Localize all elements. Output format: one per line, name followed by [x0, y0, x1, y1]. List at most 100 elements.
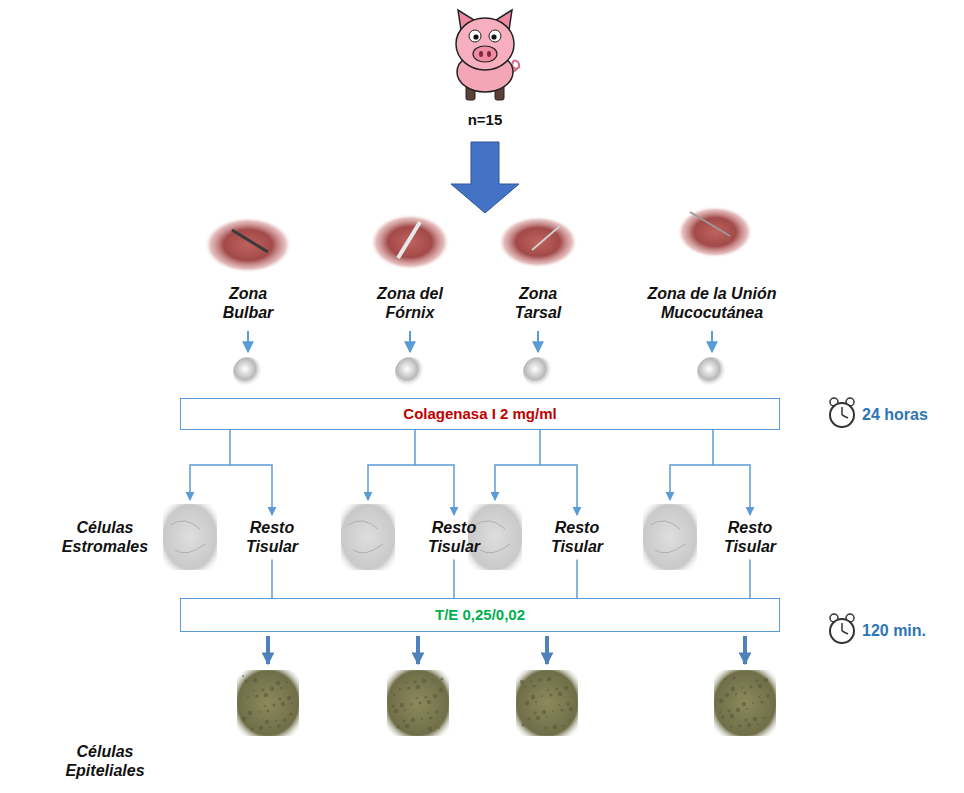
- cell-texture: [394, 709, 398, 713]
- cell-texture: [553, 725, 557, 729]
- node-text: n=15: [438, 111, 532, 129]
- cell-texture: [541, 695, 543, 697]
- cell-texture: [766, 694, 769, 697]
- branch-arrow: [190, 465, 713, 500]
- cell-texture: [421, 718, 423, 720]
- residue-label: Resto Tisular: [715, 518, 785, 556]
- cell-texture: [521, 723, 524, 726]
- connector: [576, 559, 578, 598]
- epithelial-cell-image: [387, 670, 449, 736]
- branch-arrow: [190, 465, 230, 500]
- cell-texture: [244, 679, 247, 682]
- cell-texture: [558, 704, 560, 706]
- thick-arrow: [416, 636, 420, 664]
- cell-texture: [289, 712, 292, 715]
- small-arrow: [711, 331, 713, 352]
- node-text: Zona Tarsal: [501, 284, 575, 322]
- residue-label: Resto Tisular: [419, 518, 489, 556]
- cell-texture: [755, 679, 758, 682]
- cell-texture: [524, 686, 526, 688]
- pig-icon: [469, 30, 481, 42]
- pig-icon: [456, 10, 520, 100]
- branch-arrow: [670, 465, 713, 500]
- thick-arrow: [743, 636, 747, 664]
- cell-texture: [753, 717, 757, 721]
- cell-texture: [424, 695, 427, 698]
- cell-texture: [760, 700, 763, 703]
- cell-texture: [435, 710, 438, 713]
- cell-texture: [404, 709, 406, 711]
- node-text: Resto Tisular: [237, 518, 307, 556]
- cell-texture: [741, 687, 743, 689]
- cell-texture: [432, 679, 434, 681]
- cell-texture: [730, 726, 732, 728]
- cell-texture: [253, 678, 257, 682]
- zone-label: Zona del Fórnix: [366, 284, 454, 322]
- epithelial-cell-image: [714, 670, 776, 736]
- pig-icon: [479, 51, 483, 57]
- cell-texture: [725, 693, 729, 697]
- cell-texture: [402, 719, 405, 722]
- cell-texture: [746, 708, 748, 710]
- process-box: Colagenasa I 2 mg/ml: [180, 398, 780, 430]
- cell-texture: [531, 695, 535, 699]
- cell-texture: [413, 680, 416, 683]
- cell-texture: [422, 679, 426, 683]
- pig-icon: [491, 34, 496, 39]
- tissue-sample: [523, 357, 553, 387]
- node-text: Colagenasa I 2 mg/ml: [403, 405, 556, 423]
- stromal-cell-image: [348, 521, 383, 553]
- clock-icon: [830, 619, 854, 643]
- clock-icon: [842, 415, 848, 418]
- cell-texture: [253, 690, 255, 692]
- cell-texture: [427, 712, 429, 714]
- zone-label: Zona Bulbar: [214, 284, 282, 322]
- node-text: Resto Tisular: [419, 518, 489, 556]
- cell-texture: [569, 707, 573, 711]
- tissue-sample: [395, 357, 425, 387]
- clock-icon: [830, 398, 854, 643]
- cell-texture: [276, 681, 280, 685]
- epithelial-cell-image: [516, 670, 578, 736]
- cell-texture: [440, 677, 443, 680]
- tissue-sample: [233, 357, 727, 387]
- cell-texture: [281, 702, 285, 706]
- cell-texture: [391, 704, 394, 707]
- cell-texture: [265, 720, 269, 724]
- cell-texture: [758, 684, 762, 688]
- cell-texture: [266, 709, 269, 712]
- cell-texture: [405, 724, 409, 728]
- cell-texture: [291, 702, 293, 704]
- cell-texture: [399, 688, 401, 690]
- small-arrow: [247, 331, 249, 352]
- cell-texture: [286, 681, 288, 683]
- tissue-photo: [370, 214, 450, 270]
- cell-texture: [269, 726, 271, 728]
- stromal-cell-image: [170, 521, 205, 553]
- cell-texture: [752, 702, 754, 704]
- stromal-cell-image: [163, 504, 697, 570]
- cell-texture: [546, 716, 548, 718]
- row-label: Células Epiteliales: [55, 742, 155, 780]
- cell-texture: [527, 717, 530, 720]
- epithelial-cell-image: [237, 670, 776, 736]
- node-text: Resto Tisular: [715, 518, 785, 556]
- connector: [415, 430, 454, 515]
- cell-texture: [247, 696, 249, 698]
- cell-texture: [264, 705, 266, 707]
- cell-texture: [258, 711, 260, 713]
- cell-texture: [255, 694, 258, 697]
- cell-texture: [724, 678, 726, 680]
- cell-texture: [287, 696, 291, 700]
- cell-texture: [405, 682, 407, 684]
- stromal-cell-image: [643, 504, 697, 570]
- cell-texture: [532, 684, 535, 687]
- row-label: Células Estromales: [55, 518, 155, 556]
- cell-texture: [433, 694, 437, 698]
- pig-icon: [487, 51, 491, 57]
- cell-texture: [736, 708, 740, 712]
- cell-texture: [727, 709, 730, 712]
- cell-texture: [438, 727, 440, 729]
- tissue-photo: [398, 222, 420, 258]
